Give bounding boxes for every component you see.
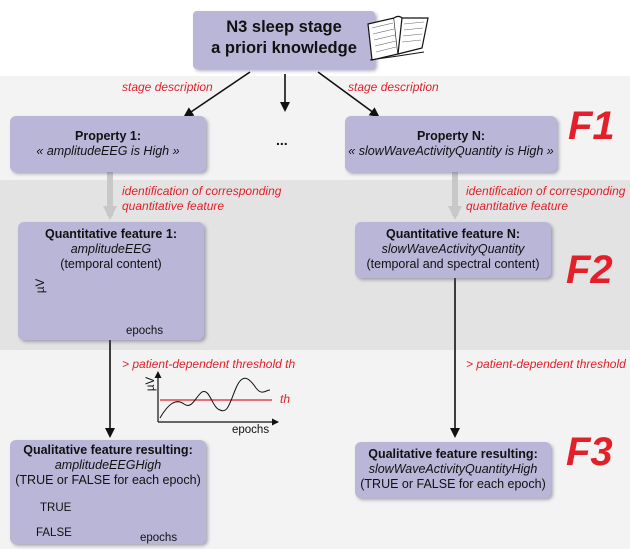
quant1-desc: (temporal content) — [60, 257, 162, 271]
label-ident-right-2: quantitative feature — [466, 199, 569, 213]
qual1-false-label: FALSE — [36, 527, 72, 539]
top-line2: a priori knowledge — [211, 39, 357, 57]
label-stage-left: stage description — [122, 80, 213, 94]
quant-feature-1-box: Quantitative feature 1: amplitudeEEG (te… — [18, 222, 204, 340]
threshold-line-label: th — [280, 392, 291, 406]
property-n-title: Property N: — [416, 129, 486, 143]
quantn-name: slowWaveActivityQuantity — [381, 242, 525, 256]
label-thresh-left: > patient-dependent threshold th — [122, 357, 296, 371]
threshold-xlabel: epochs — [232, 424, 270, 436]
qualn-name: slowWaveActivityQuantityHigh — [368, 462, 538, 476]
qual1-xlabel: epochs — [140, 532, 178, 544]
qualn-desc: (TRUE or FALSE for each epoch) — [360, 477, 546, 491]
stage-f2: F2 — [566, 248, 613, 292]
property-1-title: Property 1: — [75, 129, 141, 143]
label-stage-right: stage description — [348, 80, 439, 94]
qualn-title: Qualitative feature resulting: — [368, 447, 538, 461]
property-n-box: Property N: « slowWaveActivityQuantity i… — [345, 116, 557, 172]
threshold-signal — [159, 377, 271, 419]
quant1-xlabel: epochs — [126, 325, 164, 337]
qual-feature-1-box: Qualitative feature resulting: amplitude… — [10, 440, 206, 544]
label-ident-right-1: identification of corresponding — [466, 184, 626, 198]
arrow-top-left — [183, 71, 251, 118]
qual1-true-label: TRUE — [40, 502, 72, 514]
label-thresh-right: > patient-dependent threshold — [466, 357, 626, 371]
stage-f3: F3 — [566, 430, 613, 474]
property-1-text: « amplitudeEEG is High » — [36, 144, 180, 158]
quantn-title: Quantitative feature N: — [385, 227, 521, 241]
property-1-box: Property 1: « amplitudeEEG is High » — [10, 116, 206, 172]
arrow-top-right — [317, 71, 380, 118]
qual-feature-n-box: Qualitative feature resulting: slowWaveA… — [355, 442, 551, 498]
label-ident-left-1: identification of corresponding — [122, 184, 282, 198]
quant1-ylabel: µV — [35, 278, 48, 294]
qual1-desc: (TRUE or FALSE for each epoch) — [15, 473, 201, 487]
quant-feature-n-box: Quantitative feature N: slowWaveActivity… — [355, 222, 551, 278]
book-icon — [367, 15, 429, 61]
quant1-title: Quantitative feature 1: — [45, 227, 177, 241]
ellipsis: ... — [276, 132, 288, 148]
stage-f1: F1 — [568, 104, 615, 148]
property-n-text: « slowWaveActivityQuantity is High » — [348, 144, 554, 158]
qual1-name: amplitudeEEGHigh — [54, 458, 162, 472]
top-knowledge-box: N3 sleep stage a priori knowledge — [193, 11, 375, 69]
top-line1: N3 sleep stage — [226, 18, 342, 36]
label-ident-left-2: quantitative feature — [122, 199, 225, 213]
threshold-ylabel: µV — [145, 376, 158, 392]
quant1-name: amplitudeEEG — [70, 242, 152, 256]
quantn-desc: (temporal and spectral content) — [366, 257, 540, 271]
qual1-title: Qualitative feature resulting: — [23, 443, 193, 457]
threshold-plot — [154, 371, 279, 426]
